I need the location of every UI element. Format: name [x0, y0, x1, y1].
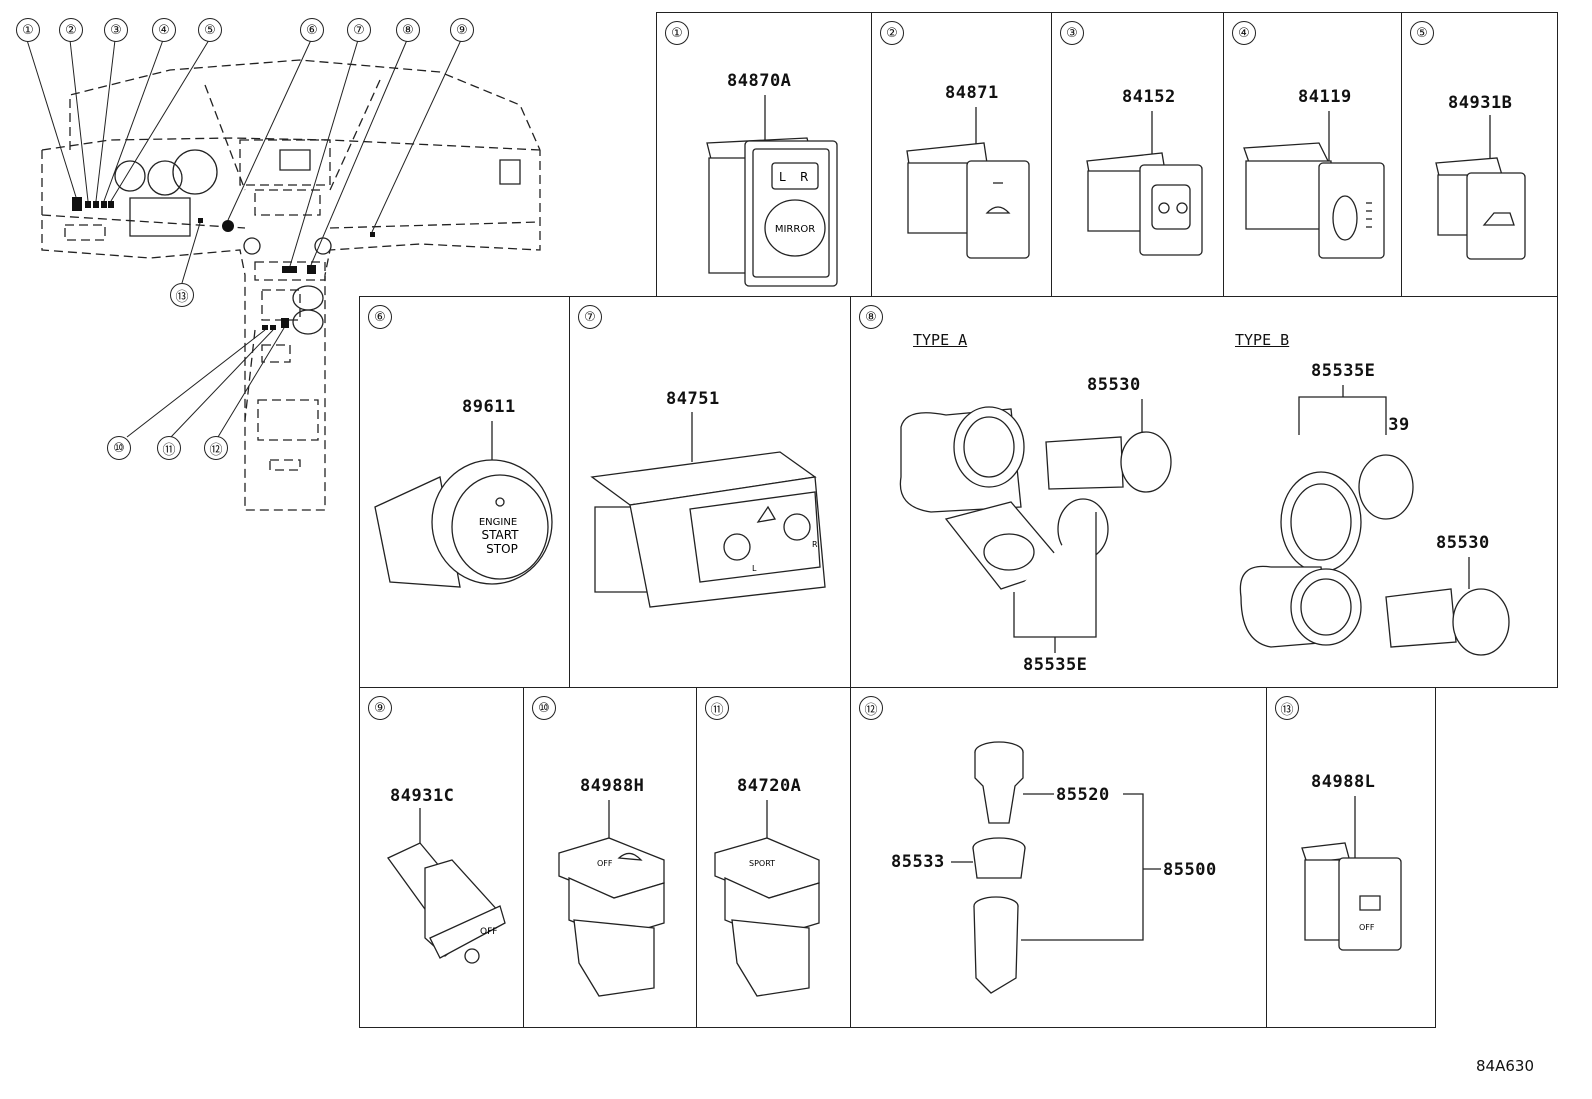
panel-number: ⑬ [1275, 696, 1299, 720]
label-r: R [800, 170, 808, 184]
callout-2[interactable]: ② [59, 18, 83, 42]
callout-3[interactable]: ③ [104, 18, 128, 42]
headlamp-leveling-switch-icon [1052, 13, 1225, 298]
panel-7-seat-heater-switch[interactable]: ⑦ 84751 L R [569, 296, 852, 688]
type-a-cover-part: 85535E [1023, 655, 1088, 675]
seat-heater-switch-icon: L R [570, 297, 853, 689]
label-mirror: MIRROR [775, 224, 815, 235]
panel-number: ③ [1060, 21, 1084, 45]
label-stop: STOP [486, 542, 518, 556]
panel-2-wiper-switch[interactable]: ② 84871 [871, 12, 1052, 297]
label-off: OFF [480, 927, 497, 937]
type-a-label: TYPE A [913, 331, 968, 349]
part-number: 84988L [1311, 772, 1376, 792]
panel-number: ⑥ [368, 305, 392, 329]
part-number: 84870A [727, 71, 792, 91]
callout-1[interactable]: ① [16, 18, 40, 42]
panel-number: ① [665, 21, 689, 45]
panel-number: ⑩ [532, 696, 556, 720]
lighter-knob-part: 85520 [1056, 785, 1110, 805]
lighter-assembly-part: 85500 [1163, 860, 1217, 880]
trunk-switch-icon [1402, 13, 1559, 298]
part-number: 84751 [666, 389, 720, 409]
callout-10[interactable]: ⑩ [107, 436, 131, 460]
label-l: L [779, 170, 786, 184]
power-outlet-icon [851, 297, 1559, 689]
panel-number: ⑦ [578, 305, 602, 329]
part-number: 84931B [1448, 93, 1513, 113]
panel-number: ⑤ [1410, 21, 1434, 45]
label-sport: SPORT [749, 859, 775, 868]
callout-9[interactable]: ⑨ [450, 18, 474, 42]
panel-6-start-stop-switch[interactable]: ⑥ 89611 ENGINE START STOP [359, 296, 571, 688]
label-engine: ENGINE [479, 517, 517, 528]
lighter-ring-part: 85533 [891, 852, 945, 872]
label-off: OFF [1359, 923, 1375, 932]
cigarette-lighter-icon [851, 688, 1269, 1029]
panel-number: ⑧ [859, 305, 883, 329]
callout-4[interactable]: ④ [152, 18, 176, 42]
panel-number: ⑫ [859, 696, 883, 720]
panel-1-mirror-switch[interactable]: ① 84870A L R MIRROR [656, 12, 872, 297]
wiper-deicer-switch-icon [872, 13, 1053, 298]
callout-7[interactable]: ⑦ [347, 18, 371, 42]
panel-number: ④ [1232, 21, 1256, 45]
callout-5[interactable]: ⑤ [198, 18, 222, 42]
part-number: 84871 [945, 83, 999, 103]
label-r: R [812, 540, 818, 549]
fuel-lid-switch-icon: OFF [360, 688, 526, 1029]
downhill-assist-switch-icon: OFF [1267, 688, 1437, 1029]
type-b-label: TYPE B [1235, 331, 1290, 349]
panel-number: ⑨ [368, 696, 392, 720]
panel-11-sport-switch[interactable]: ⑪ 84720A SPORT [696, 687, 852, 1028]
callout-12[interactable]: ⑫ [204, 436, 228, 460]
type-b-socket-part: 85530 [1436, 533, 1490, 553]
panel-8-power-outlet[interactable]: ⑧ TYPE A TYPE B 85530 85539 85535E 85535… [850, 296, 1558, 688]
mirror-switch-icon: L R MIRROR [657, 13, 873, 298]
sport-mode-switch-icon: SPORT [697, 688, 853, 1029]
panel-3-leveling-switch[interactable]: ③ 84152 [1051, 12, 1224, 297]
part-number: 84152 [1122, 87, 1176, 107]
panel-10-vsc-off-switch[interactable]: ⑩ 84988H OFF [523, 687, 698, 1028]
callout-6[interactable]: ⑥ [300, 18, 324, 42]
part-number: 84119 [1298, 87, 1352, 107]
engine-start-stop-switch-icon: ENGINE START STOP [360, 297, 572, 689]
panel-5-trunk-switch[interactable]: ⑤ 84931B [1401, 12, 1558, 297]
panel-number: ⑪ [705, 696, 729, 720]
label-l: L [752, 564, 757, 573]
callout-8[interactable]: ⑧ [396, 18, 420, 42]
callout-13[interactable]: ⑬ [170, 283, 194, 307]
panel-12-cigarette-lighter[interactable]: ⑫ 85520 85533 85500 [850, 687, 1268, 1028]
panel-9-fuel-lid-switch[interactable]: ⑨ 84931C OFF [359, 687, 525, 1028]
part-number: 84720A [737, 776, 802, 796]
callout-11[interactable]: ⑪ [157, 436, 181, 460]
type-a-socket-part: 85530 [1087, 375, 1141, 395]
panel-4-dimmer-switch[interactable]: ④ 84119 [1223, 12, 1402, 297]
panel-13-downhill-assist-switch[interactable]: ⑬ 84988L OFF [1266, 687, 1436, 1028]
vsc-off-switch-icon: OFF [524, 688, 699, 1029]
type-b-cover-part: 85535E [1311, 361, 1376, 381]
part-number: 84931C [390, 786, 455, 806]
label-off: OFF [597, 859, 613, 868]
part-number: 89611 [462, 397, 516, 417]
dashboard-outline-drawing [0, 0, 560, 530]
dimmer-dial-switch-icon [1224, 13, 1403, 298]
part-number: 84988H [580, 776, 645, 796]
diagram-reference-code: 84A630 [1476, 1057, 1534, 1075]
panel-number: ② [880, 21, 904, 45]
label-start: START [481, 528, 519, 542]
